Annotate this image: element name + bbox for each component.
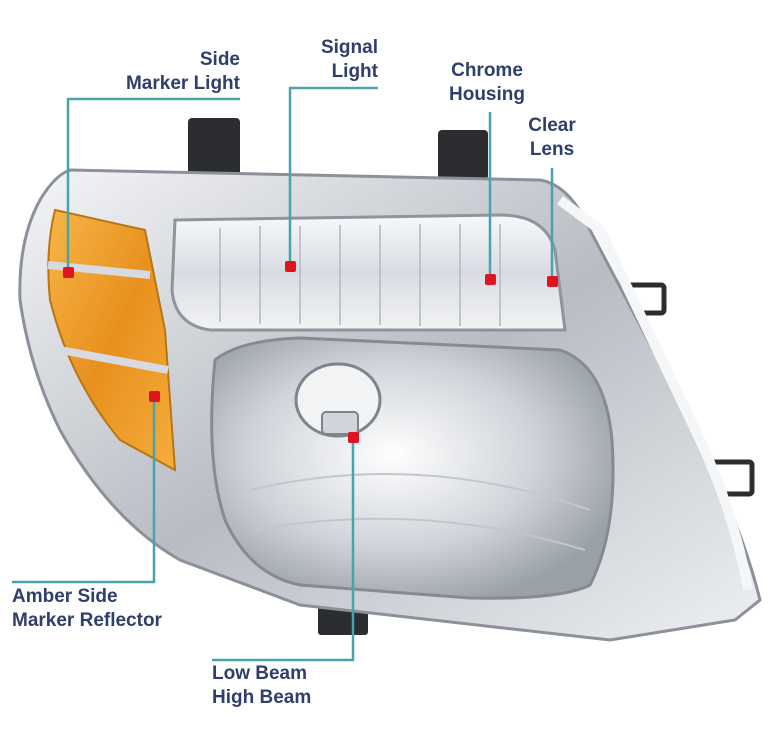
marker-dots xyxy=(63,261,558,443)
label-signal-line2: Light xyxy=(331,61,378,82)
clear-lens-edge xyxy=(557,196,753,591)
label-chrome-housing: Chrome Housing xyxy=(434,59,540,107)
dot-side-marker xyxy=(63,267,74,278)
label-clear-lens: Clear Lens xyxy=(512,114,592,162)
label-clear-line2: Lens xyxy=(529,139,575,160)
label-side-marker-line1: Side xyxy=(199,49,240,70)
leader-lines xyxy=(12,86,554,662)
label-low-high-beam: Low Beam High Beam xyxy=(212,662,311,710)
dot-amber-reflector xyxy=(149,391,160,402)
label-signal-light: Signal Light xyxy=(290,36,378,84)
label-amber-side-marker-reflector: Amber Side Marker Reflector xyxy=(12,585,162,633)
leader-low-high-beam xyxy=(212,437,355,662)
label-amber-line1: Amber Side xyxy=(12,586,118,607)
amber-divider-1 xyxy=(47,261,151,279)
dot-clear-lens xyxy=(547,276,558,287)
label-signal-line1: Signal xyxy=(320,37,378,58)
dot-signal xyxy=(285,261,296,272)
signal-light-lens xyxy=(170,213,567,332)
mount-tab-top-left xyxy=(188,118,240,180)
leader-signal xyxy=(288,86,378,266)
label-beam-line2: High Beam xyxy=(212,687,312,708)
leader-side-marker xyxy=(66,97,240,272)
mount-tab-top-right xyxy=(438,130,488,180)
label-clear-line1: Clear xyxy=(528,115,576,136)
lens-texture xyxy=(249,473,591,511)
leader-amber-reflector xyxy=(12,396,156,584)
label-amber-line2: Marker Reflector xyxy=(12,610,162,631)
dot-low-high-beam xyxy=(348,432,359,443)
label-side-marker-line2: Marker Light xyxy=(125,73,240,94)
label-chrome-line1: Chrome xyxy=(451,60,523,81)
low-high-beam-reflector xyxy=(210,336,615,600)
lens-texture-2 xyxy=(254,517,586,551)
bulb-cap xyxy=(321,411,359,435)
amber-divider-2 xyxy=(59,346,169,374)
label-chrome-line2: Housing xyxy=(449,84,525,105)
label-beam-line1: Low Beam xyxy=(212,663,308,684)
signal-ribs xyxy=(219,224,501,326)
label-side-marker-light: Side Marker Light xyxy=(70,48,240,96)
dot-chrome-housing xyxy=(485,274,496,285)
